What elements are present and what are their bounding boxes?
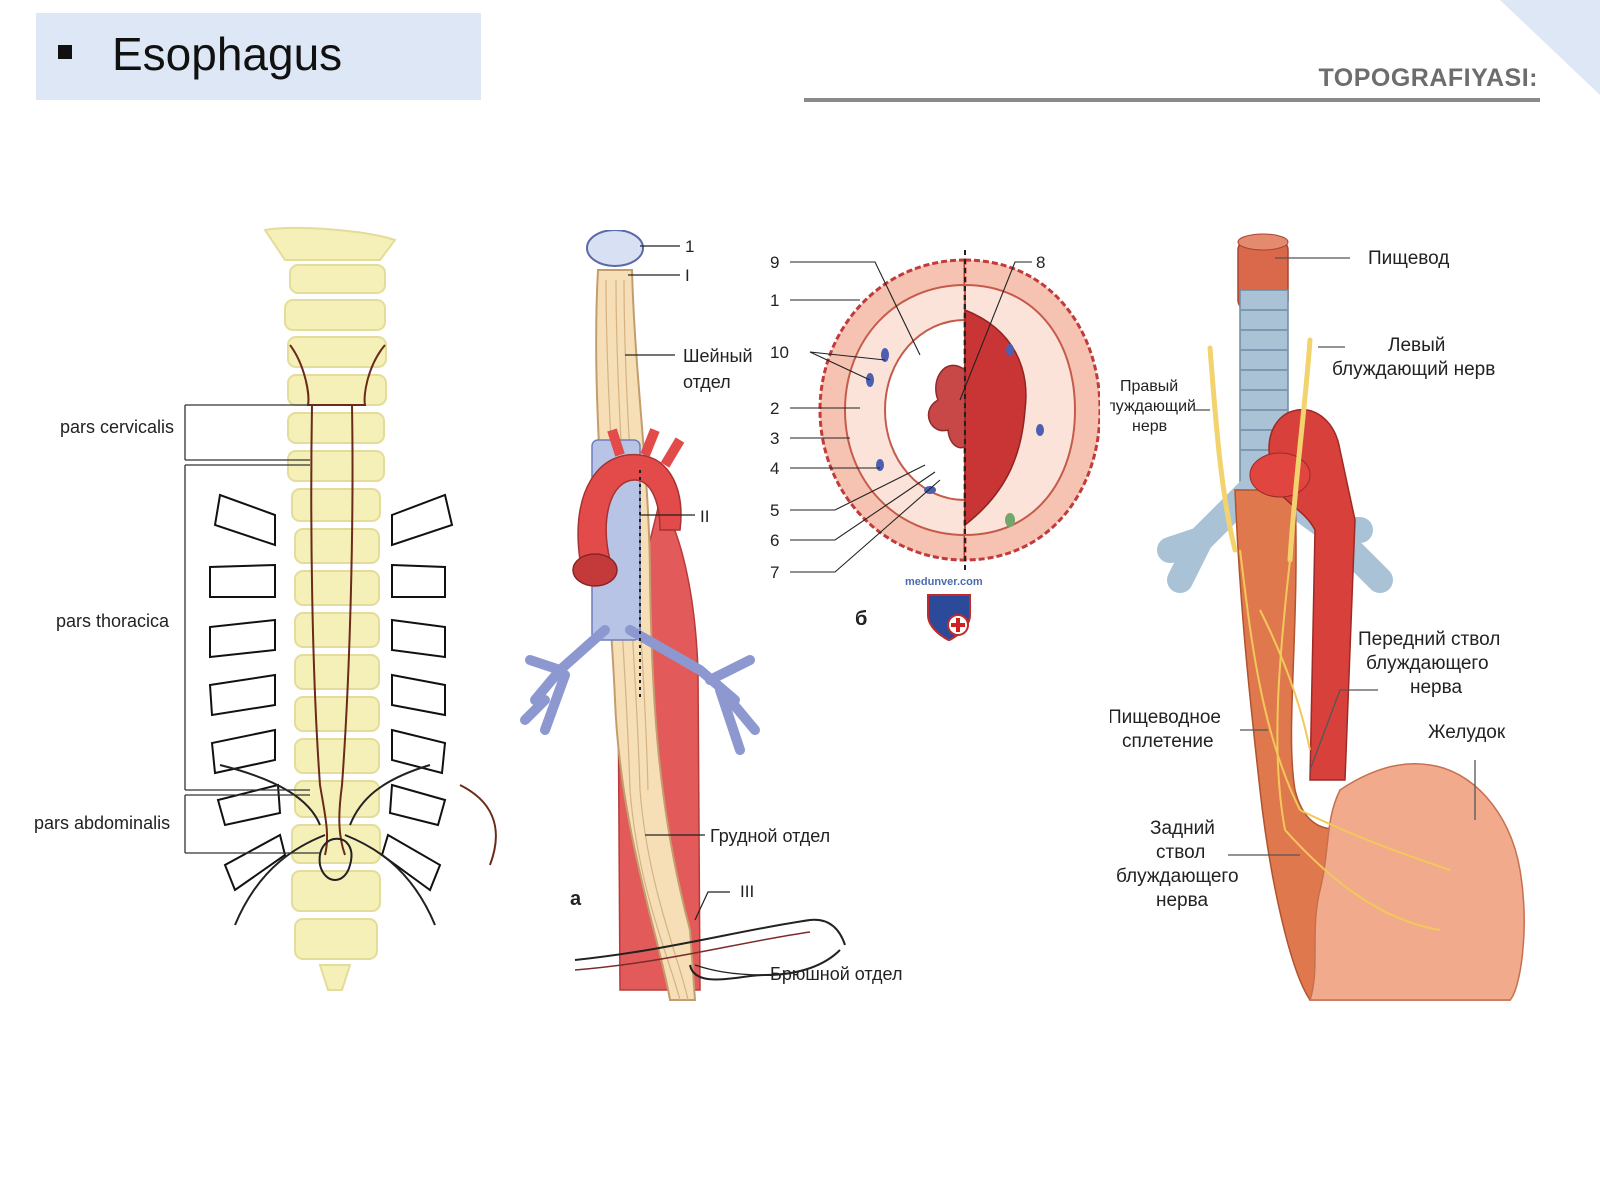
cs-label-4: 4: [770, 459, 779, 478]
panel-label-a: а: [570, 888, 582, 910]
label-stomach: Желудок: [1428, 722, 1506, 743]
cs-label-1: 1: [770, 291, 779, 310]
label-num-1: 1: [685, 237, 694, 256]
spine-figure: pars cervicalis pars thoracica pars abdo…: [34, 227, 497, 991]
label-right-vagus-3: нерв: [1132, 418, 1167, 435]
muscular-layer-right: [964, 308, 1027, 527]
diaphragm: [574, 918, 846, 961]
bullet-icon: [58, 45, 72, 59]
label-roman-iii: III: [740, 882, 754, 901]
corner-decoration: [1500, 0, 1600, 95]
cs-panel-label: б: [855, 608, 867, 630]
bronchi: [1157, 477, 1393, 593]
aorta: [1268, 409, 1356, 781]
label-plexus-2: сплетение: [1122, 731, 1214, 752]
label-left-vagus-1: Левый: [1388, 335, 1445, 356]
diaphragm-line: [219, 764, 431, 826]
cricoid-cartilage: [586, 230, 644, 267]
page-title: Esophagus: [112, 28, 343, 80]
label-posterior-trunk-2: ствол: [1156, 842, 1205, 863]
subtitle-underline: [804, 98, 1540, 102]
mucosa-lumen: [927, 364, 966, 449]
label-anterior-trunk-1: Передний ствол: [1358, 629, 1500, 650]
label-right-vagus-2: блуждающий: [1110, 398, 1196, 415]
label-esophagus: Пищевод: [1368, 248, 1449, 269]
section-subtitle: TOPOGRAFIYASI:: [1318, 64, 1538, 92]
cs-label-6: 6: [770, 531, 779, 550]
cs-label-10: 10: [770, 343, 789, 362]
left-bronchial-tree: [520, 625, 610, 735]
watermark-text: medunver.com: [905, 576, 983, 588]
label-pars-thoracica: pars thoracica: [56, 611, 170, 631]
label-left-vagus-2: блуждающий нерв: [1332, 359, 1495, 380]
abdominal-curves: [234, 834, 436, 926]
cs-label-9: 9: [770, 253, 779, 272]
cs-label-7: 7: [770, 563, 779, 582]
glands: [866, 344, 1044, 494]
label-cervical-line2: отдел: [683, 372, 731, 392]
label-thoracic: Грудной отдел: [710, 826, 830, 846]
label-anterior-trunk-2: блуждающего: [1366, 653, 1489, 674]
label-plexus-1: Пищеводное: [1110, 707, 1221, 728]
label-roman-i: I: [685, 266, 690, 285]
label-posterior-trunk-4: нерва: [1156, 890, 1209, 911]
label-right-vagus-1: Правый: [1120, 378, 1178, 395]
cs-label-8: 8: [1036, 253, 1045, 272]
vertebral-column: [263, 227, 397, 991]
label-posterior-trunk-1: Задний: [1150, 818, 1215, 839]
region-brackets: [184, 404, 320, 854]
esophagus-outline: [289, 344, 497, 881]
aortic-branches: [607, 428, 685, 468]
aortic-arch: [577, 453, 682, 561]
label-cervical-line1: Шейный: [683, 346, 753, 366]
cs-label-3: 3: [770, 429, 779, 448]
cs-label-2: 2: [770, 399, 779, 418]
label-pars-cervicalis: pars cervicalis: [60, 417, 174, 437]
label-posterior-trunk-3: блуждающего: [1116, 866, 1239, 887]
title-banner: Esophagus: [36, 13, 481, 100]
medunver-logo-icon: [927, 594, 971, 642]
label-abdominal: Брюшной отдел: [770, 964, 902, 984]
rib-cage: [208, 493, 454, 892]
vagus-nerves: [1207, 337, 1313, 563]
right-bronchial-tree: [625, 625, 760, 755]
label-anterior-trunk-3: нерва: [1410, 677, 1463, 698]
esophagus-sections-figure: 1 I Шейный отдел II Грудной отдел III Бр…: [520, 230, 902, 1001]
cs-label-5: 5: [770, 501, 779, 520]
stomach: [1308, 763, 1525, 1001]
label-pars-abdominalis: pars abdominalis: [34, 813, 170, 833]
vagus-nerve-figure: Пищевод Левый блуждающий нерв Правый блу…: [1110, 233, 1525, 1001]
label-roman-ii: II: [700, 507, 709, 526]
cross-section-figure: 9 1 10 2 3 4 5 6 7 8 б medunver.com: [770, 250, 1100, 642]
